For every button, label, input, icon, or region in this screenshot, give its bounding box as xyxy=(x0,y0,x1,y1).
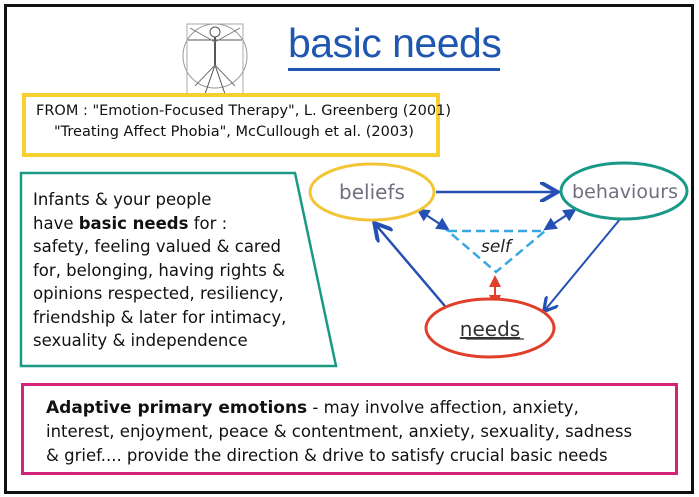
needs-line: Infants & your people xyxy=(33,190,212,209)
adaptive-emotions-box: Adaptive primary emotions - may involve … xyxy=(21,383,678,475)
node-beliefs-label: beliefs xyxy=(339,180,405,204)
vitruvian-man-image xyxy=(182,23,248,95)
slide-frame xyxy=(4,4,694,494)
needs-line: safety, feeling valued & cared xyxy=(33,237,281,256)
needs-line: sexuality & independence xyxy=(33,331,248,350)
source-citation-box: FROM : "Emotion-Focused Therapy", L. Gre… xyxy=(22,93,451,157)
node-behaviours xyxy=(559,161,689,221)
source-line-1: FROM : "Emotion-Focused Therapy", L. Gre… xyxy=(36,103,451,119)
title-underline xyxy=(288,68,500,71)
page-title: basic needs xyxy=(288,20,502,66)
needs-line: for, belonging, having rights & xyxy=(33,260,285,280)
emotions-line: Adaptive primary emotions - may involve … xyxy=(46,398,579,418)
node-needs xyxy=(424,297,556,359)
arrow-behaviours-self xyxy=(543,208,577,231)
arrow-beliefs-self xyxy=(416,208,450,231)
needs-line: have basic needs for : xyxy=(33,213,228,233)
self-triangle xyxy=(444,229,549,274)
arrow-needs-to-beliefs xyxy=(376,225,451,313)
node-behaviours-label: behaviours xyxy=(572,181,678,203)
node-self-label: self xyxy=(481,237,514,257)
needs-line: opinions respected, resiliency, xyxy=(33,284,284,303)
emotions-line: interest, enjoyment, peace & contentment… xyxy=(46,422,633,441)
emotions-line: & grief.... provide the direction & driv… xyxy=(46,446,608,465)
basic-needs-description: Infants & your people have basic needs f… xyxy=(33,188,286,353)
arrow-behaviours-to-needs xyxy=(545,217,622,310)
needs-line: friendship & later for intimacy, xyxy=(33,307,287,327)
source-line-2: "Treating Affect Phobia", McCullough et … xyxy=(54,124,414,140)
basic-needs-bold: basic needs xyxy=(78,213,189,233)
adaptive-emotions-bold: Adaptive primary emotions xyxy=(46,398,308,418)
node-needs-label: needs xyxy=(460,317,520,341)
node-beliefs xyxy=(308,162,436,222)
